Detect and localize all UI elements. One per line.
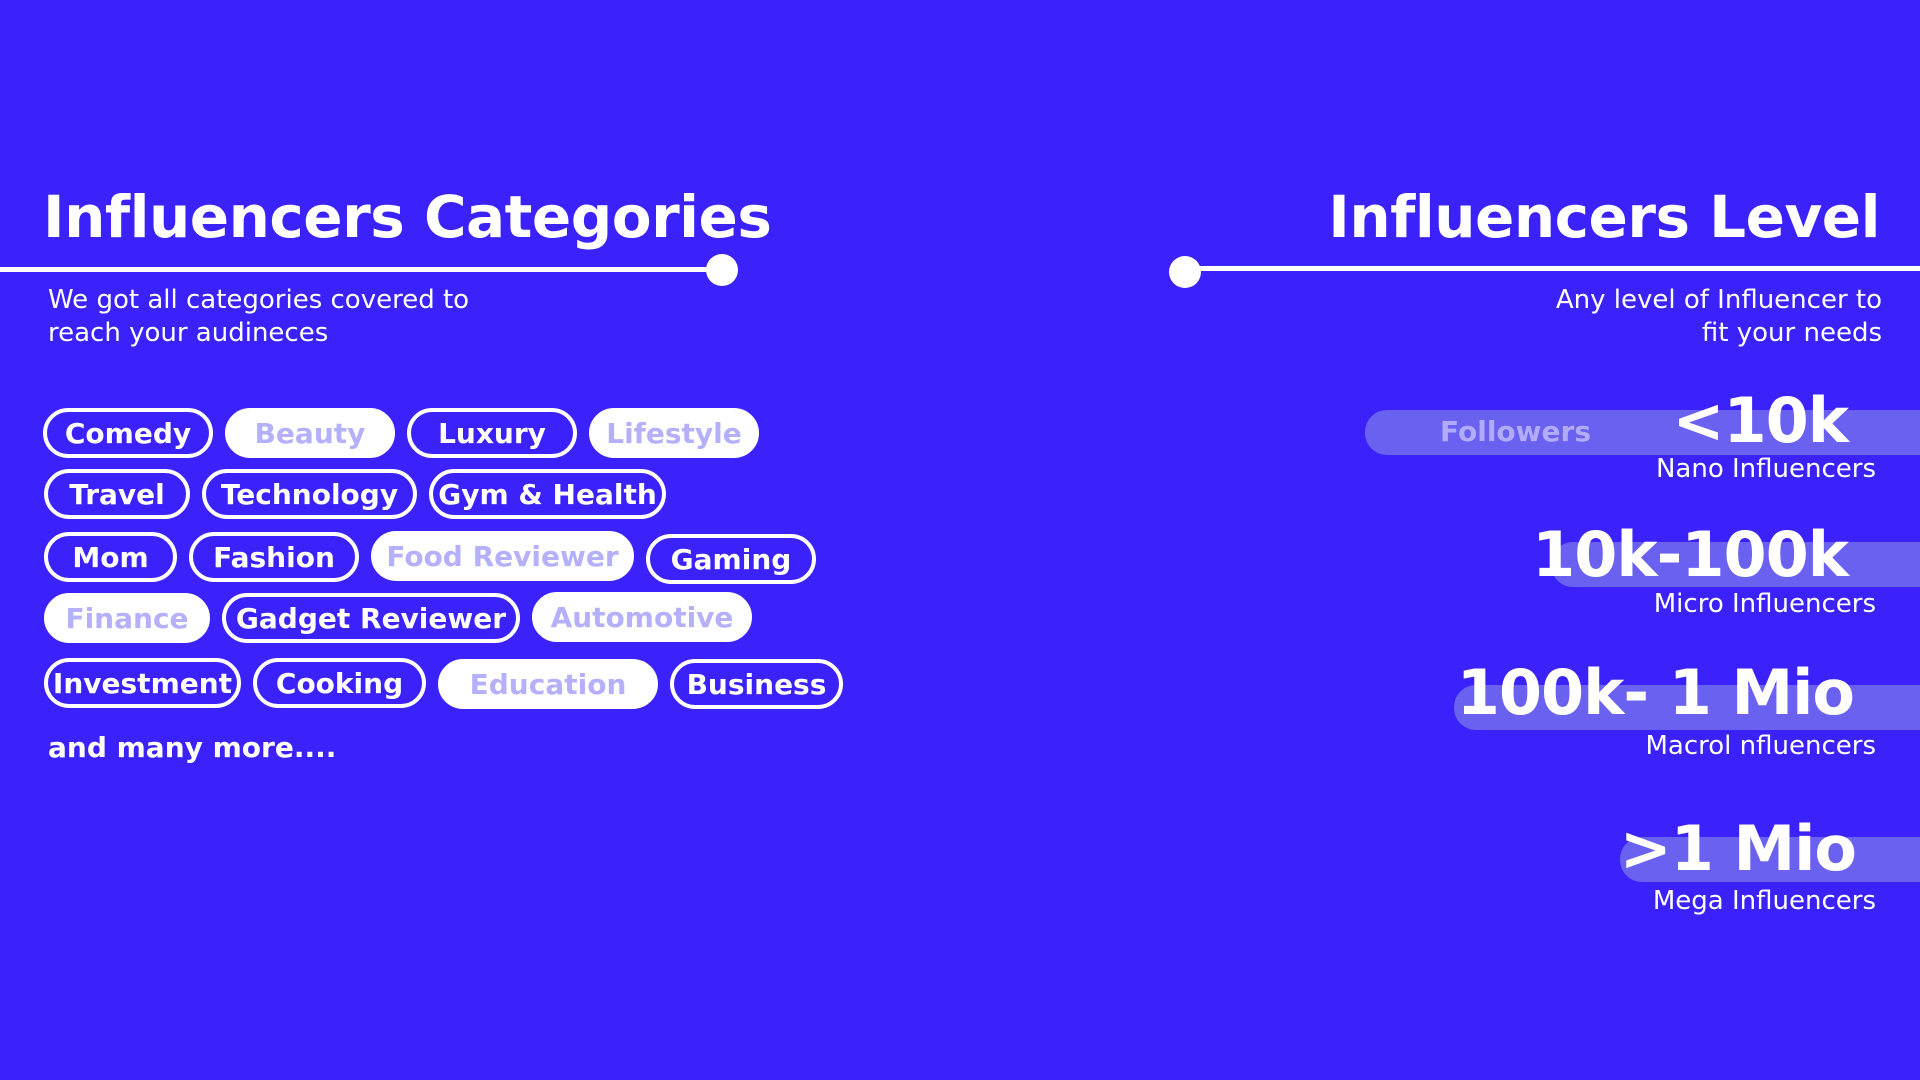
category-pill-lifestyle[interactable]: Lifestyle bbox=[589, 408, 759, 458]
level-band-mega bbox=[1620, 837, 1920, 882]
category-pill-gadget-reviewer[interactable]: Gadget Reviewer bbox=[222, 593, 520, 643]
category-pill-cooking[interactable]: Cooking bbox=[253, 658, 426, 708]
levels-divider-dot bbox=[1169, 256, 1201, 288]
categories-subtitle: We got all categories covered to reach y… bbox=[48, 284, 469, 350]
levels-divider bbox=[1185, 266, 1920, 271]
levels-subtitle-line-1: Any level of Influencer to bbox=[1555, 285, 1882, 315]
category-pill-food-reviewer[interactable]: Food Reviewer bbox=[371, 531, 634, 581]
category-pill-comedy[interactable]: Comedy bbox=[43, 408, 213, 458]
category-pill-education[interactable]: Education bbox=[438, 659, 658, 709]
level-band-nano bbox=[1365, 410, 1920, 455]
category-pill-gym-health[interactable]: Gym & Health bbox=[429, 469, 666, 519]
category-pill-beauty[interactable]: Beauty bbox=[225, 408, 395, 458]
level-band-micro bbox=[1551, 542, 1920, 587]
category-pill-finance[interactable]: Finance bbox=[44, 593, 210, 643]
categories-divider bbox=[0, 267, 722, 272]
category-pill-technology[interactable]: Technology bbox=[202, 469, 417, 519]
category-pill-luxury[interactable]: Luxury bbox=[407, 408, 577, 458]
level-name-macro: Macrol nfluencers bbox=[1645, 731, 1876, 761]
level-value-micro: 10k-100k bbox=[1532, 518, 1849, 591]
and-many-more-text: and many more.... bbox=[48, 731, 337, 764]
followers-label: Followers bbox=[1440, 415, 1591, 448]
levels-subtitle-line-2: fit your needs bbox=[1701, 318, 1882, 348]
category-pill-business[interactable]: Business bbox=[670, 659, 843, 709]
categories-subtitle-line-1: We got all categories covered to bbox=[48, 285, 470, 315]
category-pill-investment[interactable]: Investment bbox=[44, 658, 241, 708]
levels-title: Influencers Level bbox=[1328, 183, 1880, 251]
level-value-nano: <10k bbox=[1672, 384, 1849, 457]
level-name-micro: Micro Influencers bbox=[1653, 589, 1876, 619]
level-name-mega: Mega Influencers bbox=[1652, 886, 1876, 916]
categories-divider-dot bbox=[706, 254, 738, 286]
categories-title: Influencers Categories bbox=[43, 183, 772, 251]
category-pill-gaming[interactable]: Gaming bbox=[646, 534, 816, 584]
level-value-mega: >1 Mio bbox=[1619, 812, 1857, 885]
category-pill-mom[interactable]: Mom bbox=[44, 532, 177, 582]
category-pill-travel[interactable]: Travel bbox=[44, 469, 190, 519]
level-band-macro bbox=[1454, 685, 1920, 730]
levels-subtitle: Any level of Influencer to fit your need… bbox=[1556, 284, 1882, 350]
categories-subtitle-line-2: reach your audineces bbox=[48, 318, 329, 348]
category-pill-fashion[interactable]: Fashion bbox=[189, 532, 359, 582]
level-value-macro: 100k- 1 Mio bbox=[1456, 656, 1855, 729]
category-pill-automotive[interactable]: Automotive bbox=[532, 592, 752, 642]
level-name-nano: Nano Influencers bbox=[1655, 454, 1876, 484]
